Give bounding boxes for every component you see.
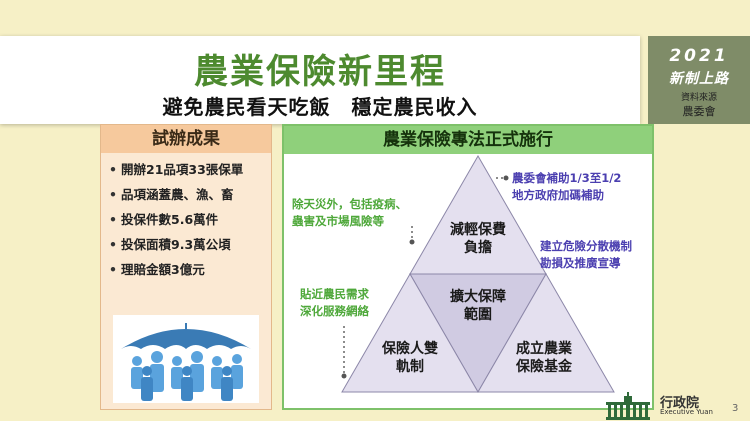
note-line: 勘損及推廣宣導 bbox=[540, 256, 621, 270]
note-line: 建立危險分散機制 bbox=[540, 239, 632, 253]
list-item: • 理賠金額3億元 bbox=[109, 261, 243, 286]
connector-dot bbox=[503, 175, 509, 181]
note-risks: 除天災外，包括疫病、 蟲害及市場風險等 bbox=[292, 196, 407, 230]
connector-dot bbox=[409, 239, 415, 245]
list-item-text: 開辦21品項33張保單 bbox=[121, 162, 244, 177]
tag-year: 2021 bbox=[669, 46, 729, 66]
header-banner bbox=[0, 36, 640, 124]
footer-org-name: 行政院 bbox=[660, 396, 700, 411]
triangle-left-label: 保險人雙軌制 bbox=[382, 341, 438, 375]
insurance-act-heading: 農業保險專法正式施行 bbox=[284, 126, 652, 154]
insurance-act-panel: 農業保險專法正式施行 減輕保費負擔 擴大保障範圍 保險人雙軌制 成立農業保險基金… bbox=[282, 124, 654, 410]
source-label: 資料來源 bbox=[680, 93, 717, 103]
triangle-right bbox=[477, 272, 615, 393]
triangle-left bbox=[341, 272, 479, 393]
note-line: 農委會補助1/3至1/2 bbox=[512, 171, 622, 185]
triangle-right-label: 成立農業保險基金 bbox=[516, 341, 572, 375]
note-line: 深化服務網絡 bbox=[300, 304, 369, 318]
note-line: 貼近農民需求 bbox=[300, 287, 369, 301]
list-item-text: 投保面積9.3萬公頃 bbox=[121, 237, 231, 252]
page-subtitle: 避免農民看天吃飯 穩定農民收入 bbox=[162, 95, 478, 119]
umbrella-people-icon bbox=[113, 315, 259, 403]
note-line: 除天災外，包括疫病、 bbox=[292, 197, 407, 211]
pyramid-diagram bbox=[341, 154, 615, 394]
new-system-tag: 2021 新制上路 bbox=[648, 36, 750, 124]
bullet: • bbox=[109, 237, 117, 252]
list-item-text: 品項涵蓋農、漁、畜 bbox=[121, 187, 234, 202]
source-value: 農委會 bbox=[682, 105, 716, 118]
executive-yuan-building-icon bbox=[604, 392, 652, 420]
bullet: • bbox=[109, 187, 117, 202]
triangle-top-label: 減輕保費負擔 bbox=[450, 222, 506, 256]
trial-results-panel: 試辦成果 • 開辦21品項33張保單 • 品項涵蓋農、漁、畜 • 投保件數5.6萬件 … bbox=[100, 124, 272, 410]
tag-slogan: 新制上路 bbox=[669, 71, 729, 87]
connector-dot bbox=[341, 373, 347, 379]
list-item-text: 投保件數5.6萬件 bbox=[121, 212, 219, 227]
bullet: • bbox=[109, 212, 117, 227]
list-item: • 開辦21品項33張保單 bbox=[109, 161, 243, 186]
note-line: 地方政府加碼補助 bbox=[512, 188, 604, 202]
bullet: • bbox=[109, 162, 117, 177]
note-subsidy: 農委會補助1/3至1/2 地方政府加碼補助 bbox=[512, 170, 621, 204]
triangle-center-label: 擴大保障範圍 bbox=[450, 289, 506, 323]
note-line: 蟲害及市場風險等 bbox=[292, 214, 384, 228]
page-number: 3 bbox=[732, 403, 739, 414]
bullet: • bbox=[109, 262, 117, 277]
trial-results-list: • 開辦21品項33張保單 • 品項涵蓋農、漁、畜 • 投保件數5.6萬件 • 投保面積… bbox=[109, 161, 243, 286]
trial-results-heading: 試辦成果 bbox=[101, 125, 271, 153]
note-risk-sharing: 建立危險分散機制 勘損及推廣宣導 bbox=[540, 238, 632, 272]
page-title: 農業保險新里程 bbox=[194, 52, 446, 92]
footer-org-name-en: Executive Yuan bbox=[660, 408, 713, 416]
list-item: • 品項涵蓋農、漁、畜 bbox=[109, 186, 243, 211]
list-item: • 投保件數5.6萬件 bbox=[109, 211, 243, 236]
list-item: • 投保面積9.3萬公頃 bbox=[109, 236, 243, 261]
source-note: 資料來源 農委會 bbox=[648, 90, 750, 119]
note-service: 貼近農民需求 深化服務網絡 bbox=[300, 286, 369, 320]
list-item-text: 理賠金額3億元 bbox=[121, 262, 205, 277]
